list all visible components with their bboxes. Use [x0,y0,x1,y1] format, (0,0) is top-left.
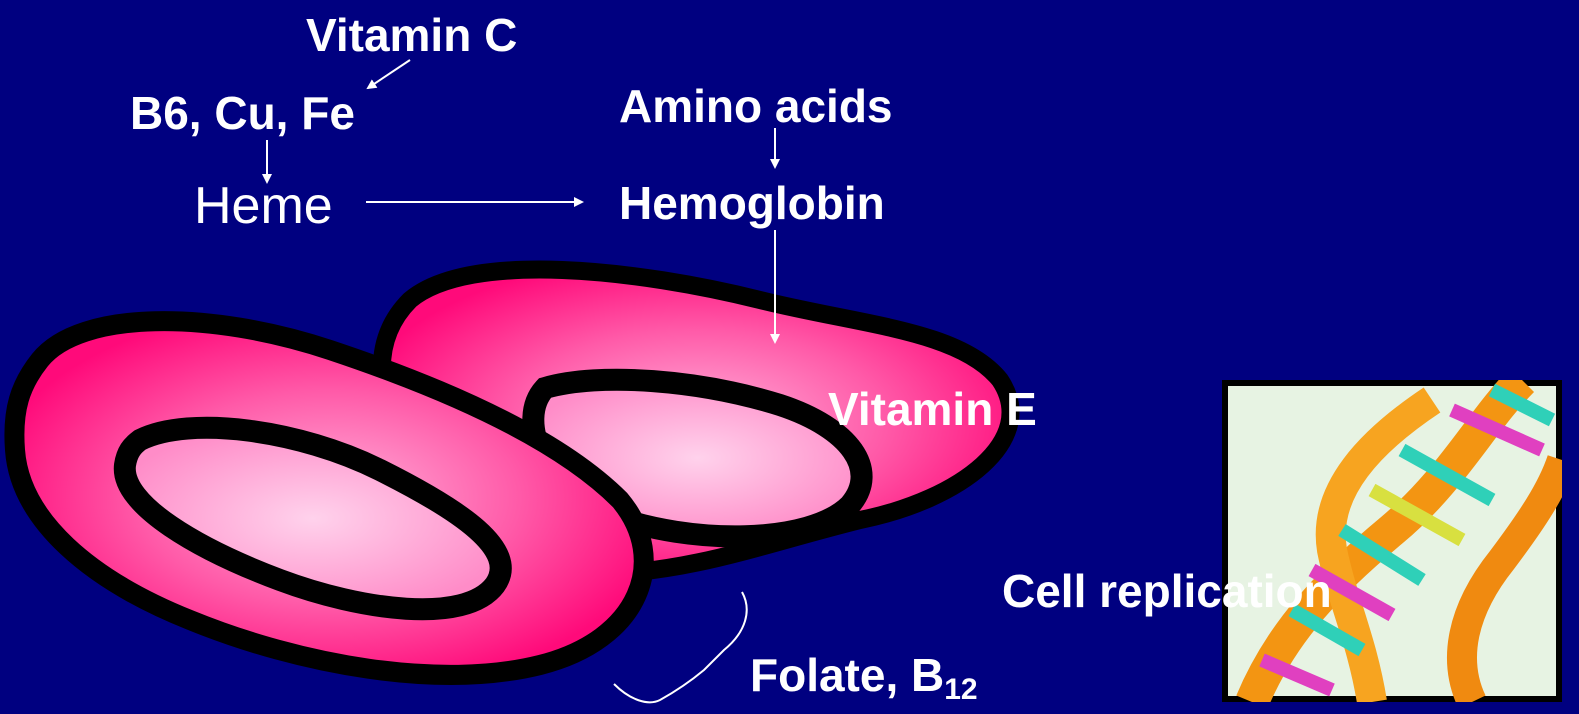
folate-bracket [614,592,747,702]
vitamin-e-label: Vitamin E [828,386,1037,432]
cell-replication-label: Cell replication [1002,568,1332,614]
arrow-vitc-to-cofactors [368,60,410,88]
